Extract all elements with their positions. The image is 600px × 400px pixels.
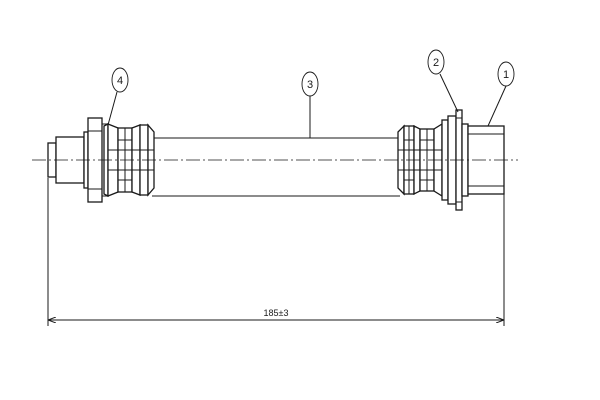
callout-3-bubble — [301, 71, 319, 97]
dimension-label: 185±3 — [264, 308, 289, 318]
callout-4-number: 4 — [117, 75, 123, 87]
callout-2: 2 — [427, 49, 459, 113]
callout-4-bubble — [111, 67, 129, 93]
callout-1-bubble — [497, 61, 515, 87]
callout-4: 4 — [107, 67, 129, 126]
callout-1-number: 1 — [503, 69, 509, 81]
callout-4-leader — [107, 91, 118, 126]
hose-body — [152, 137, 400, 197]
overall-length-dimension: 185±3 — [47, 178, 505, 326]
callout-3-number: 3 — [307, 79, 313, 91]
callout-2-number: 2 — [433, 57, 439, 69]
callout-2-leader — [439, 73, 459, 113]
callout-1-leader — [487, 85, 507, 127]
callout-3: 3 — [301, 71, 319, 138]
left-ferrule — [103, 122, 155, 198]
callout-2-bubble — [427, 49, 445, 75]
callout-1: 1 — [487, 61, 515, 127]
